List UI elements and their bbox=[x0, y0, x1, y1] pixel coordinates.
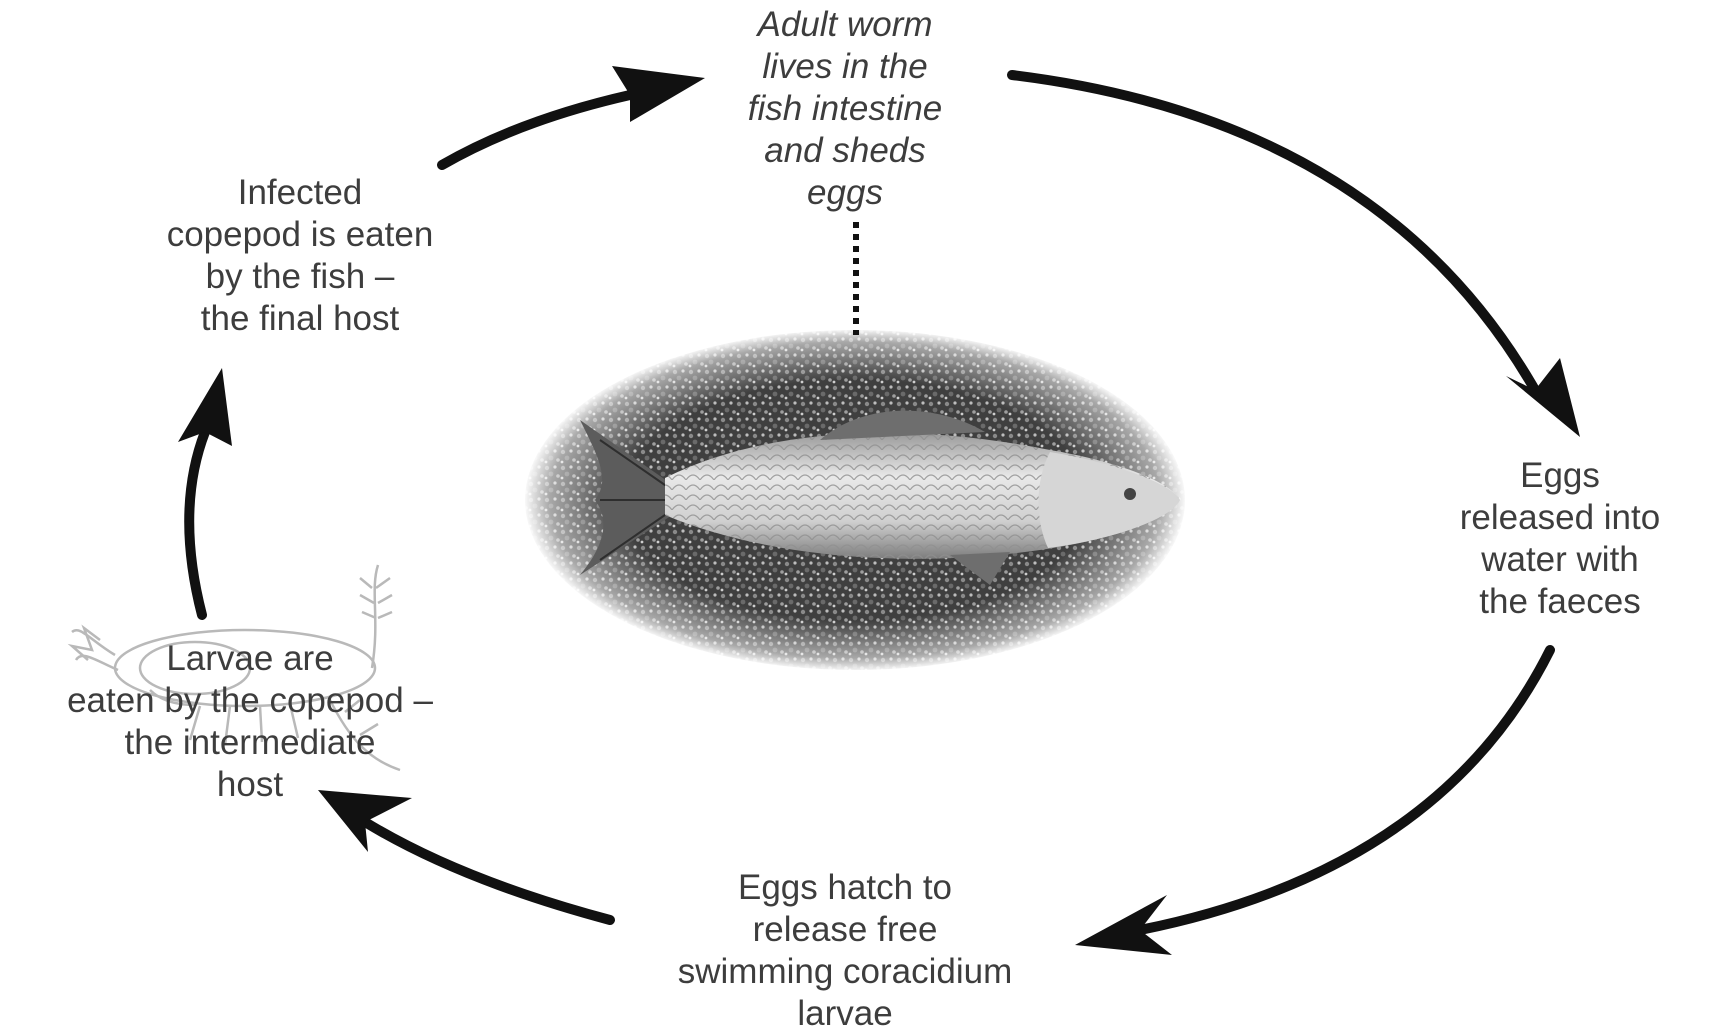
stage-label-eggs-released: Eggs released into water with the faeces bbox=[1400, 455, 1720, 623]
stage-label-adult-worm: Adult worm lives in the fish intestine a… bbox=[660, 4, 1030, 214]
stage-line: host bbox=[0, 764, 500, 806]
stage-line: release free bbox=[600, 909, 1090, 951]
stage-line: the final host bbox=[110, 298, 490, 340]
arrow-infected-to-adult bbox=[442, 95, 630, 165]
arrow-adult-to-eggs-released bbox=[1012, 75, 1535, 390]
stage-line: released into bbox=[1400, 497, 1720, 539]
stage-line: eaten by the copepod – bbox=[0, 680, 500, 722]
stage-line: swimming coracidium bbox=[600, 951, 1090, 993]
stage-label-eggs-hatch: Eggs hatch to release free swimming cora… bbox=[600, 867, 1090, 1033]
stage-label-infected-copepod: Infected copepod is eaten by the fish – … bbox=[110, 172, 490, 340]
stage-line: Infected bbox=[110, 172, 490, 214]
stage-line: eggs bbox=[660, 172, 1030, 214]
stage-line: copepod is eaten bbox=[110, 214, 490, 256]
stage-line: Adult worm bbox=[660, 4, 1030, 46]
stage-line: water with bbox=[1400, 539, 1720, 581]
stage-line: Eggs hatch to bbox=[600, 867, 1090, 909]
arrow-larvae-to-infected bbox=[189, 432, 205, 615]
arrow-eggs-released-to-hatch bbox=[1140, 650, 1550, 930]
stage-line: larvae bbox=[600, 993, 1090, 1033]
stage-label-larvae-eaten: Larvae are eaten by the copepod – the in… bbox=[0, 638, 500, 806]
fish-on-gravel-photo bbox=[523, 328, 1190, 672]
stage-line: fish intestine bbox=[660, 88, 1030, 130]
stage-line: Larvae are bbox=[0, 638, 500, 680]
stage-line: Eggs bbox=[1400, 455, 1720, 497]
stage-line: and sheds bbox=[660, 130, 1030, 172]
stage-line: the faeces bbox=[1400, 581, 1720, 623]
stage-line: the intermediate bbox=[0, 722, 500, 764]
stage-line: lives in the bbox=[660, 46, 1030, 88]
arrow-hatch-to-larvae bbox=[365, 822, 610, 920]
stage-line: by the fish – bbox=[110, 256, 490, 298]
